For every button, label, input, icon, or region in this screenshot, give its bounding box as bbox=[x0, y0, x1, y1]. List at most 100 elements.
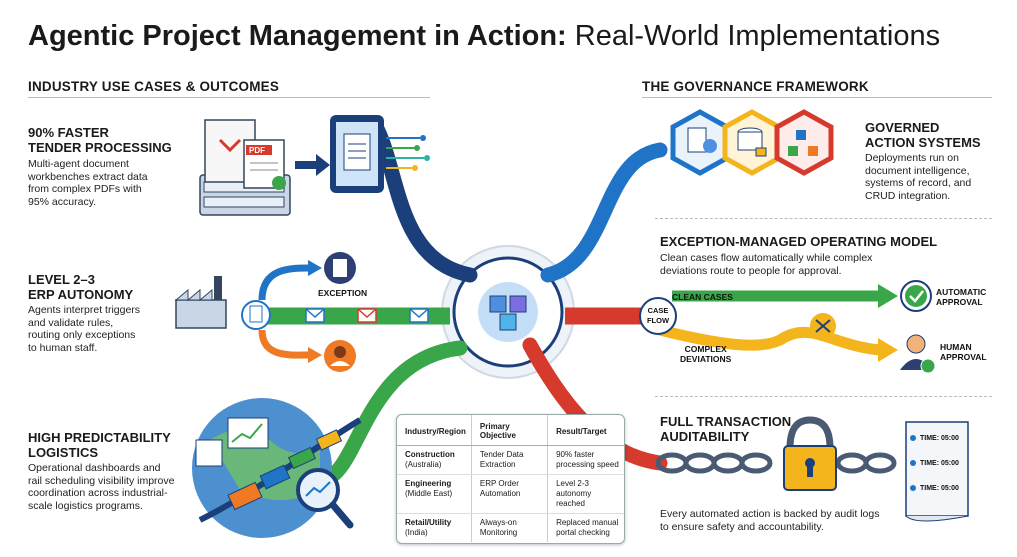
objective-line: Tender Data bbox=[479, 450, 524, 459]
auditability-title-line1: FULL TRANSACTION bbox=[660, 414, 792, 429]
audit-log-scroll-icon bbox=[905, 421, 969, 522]
objective-line: Always-on bbox=[479, 518, 517, 527]
complex-line2: DEVIATIONS bbox=[680, 354, 732, 364]
document-badge-icon bbox=[324, 252, 356, 284]
case-flow-line2: FLOW bbox=[646, 316, 670, 325]
result-line: Level 2-3 bbox=[556, 479, 589, 488]
use-case-logistics-title: HIGH PREDICTABILITY LOGISTICS bbox=[28, 430, 171, 460]
body-line: scale logistics programs. bbox=[28, 499, 143, 512]
table-cell: Always-on Monitoring bbox=[470, 513, 548, 542]
right-section-heading: THE GOVERNANCE FRAMEWORK bbox=[642, 79, 869, 94]
table-header: Result/Target bbox=[547, 415, 624, 446]
hub-inner-ring bbox=[452, 256, 564, 368]
pdf-label: PDF bbox=[249, 146, 265, 155]
body-line: systems of record, and bbox=[865, 177, 972, 189]
region-name: (Middle East) bbox=[405, 489, 453, 498]
table-header-row: Industry/Region Primary Objective Result… bbox=[397, 415, 624, 446]
use-case-erp-title: LEVEL 2–3 ERP AUTONOMY bbox=[28, 272, 133, 302]
train-icon bbox=[227, 429, 343, 511]
title-bold: Agentic Project Management in Action: bbox=[28, 20, 567, 52]
document-intelligence-hex-icon bbox=[670, 109, 730, 176]
complex-line1: COMPLEX bbox=[684, 344, 727, 354]
complex-deviations-label: COMPLEX DEVIATIONS bbox=[680, 344, 731, 364]
tender-arrowhead bbox=[316, 154, 330, 176]
exception-model-body: Clean cases flow automatically while com… bbox=[660, 252, 872, 277]
exception-label: EXCEPTION bbox=[318, 288, 368, 298]
governed-actions-title-line2: ACTION SYSTEMS bbox=[865, 135, 981, 150]
automatic-line1: AUTOMATIC bbox=[936, 287, 987, 297]
table-cell: Construction (Australia) bbox=[397, 445, 472, 475]
table-cell: Replaced manual portal checking bbox=[547, 513, 624, 542]
clean-cases-label: CLEAN CASES bbox=[672, 292, 733, 302]
body-line: from complex PDFs with bbox=[28, 183, 142, 195]
log-time-2: TIME: 05:00 bbox=[920, 460, 959, 467]
body-line: Clean cases flow automatically while com… bbox=[660, 252, 873, 264]
use-case-logistics-body: Operational dashboards and rail scheduli… bbox=[28, 462, 174, 512]
industry-name: Construction bbox=[405, 450, 455, 459]
body-line: Every automated action is backed by audi… bbox=[660, 508, 880, 520]
check-circle-icon bbox=[900, 280, 932, 312]
body-line: to ensure safety and accountability. bbox=[660, 520, 824, 533]
data-lines-icon bbox=[386, 135, 430, 171]
industry-name: Retail/Utility bbox=[405, 518, 452, 527]
table-header: Primary Objective bbox=[470, 415, 548, 446]
person-badge-icon bbox=[324, 340, 356, 372]
envelope-icon bbox=[409, 308, 429, 323]
body-line: Deployments run on bbox=[865, 152, 959, 164]
pdf-document-icon: PDF bbox=[243, 139, 286, 190]
use-case-erp-body: Agents interpret triggers and validate r… bbox=[28, 304, 140, 354]
body-line: coordination across industrial- bbox=[28, 487, 168, 499]
region-name: (Australia) bbox=[405, 460, 442, 469]
human-line1: HUMAN bbox=[940, 342, 972, 352]
human-approval-label: HUMAN APPROVAL bbox=[940, 342, 987, 362]
use-case-erp-title-line2: ERP AUTONOMY bbox=[28, 287, 134, 302]
result-line: processing speed bbox=[556, 460, 619, 469]
body-line: document intelligence, bbox=[865, 164, 970, 177]
exception-arrow-orange bbox=[258, 329, 311, 359]
auditability-title-line2: AUDITABILITY bbox=[660, 429, 750, 444]
shuffle-icon bbox=[810, 313, 836, 339]
governed-actions-body: Deployments run on document intelligence… bbox=[865, 152, 971, 202]
human-line2: APPROVAL bbox=[940, 352, 987, 362]
auditability-body: Every automated action is backed by audi… bbox=[660, 508, 879, 533]
body-line: 95% accuracy. bbox=[28, 195, 97, 208]
log-time-1: TIME: 05:00 bbox=[920, 435, 959, 442]
chain-icon bbox=[655, 452, 897, 474]
complex-stream bbox=[658, 324, 881, 356]
body-line: Multi-agent document bbox=[28, 158, 129, 170]
table-cell: Retail/Utility (India) bbox=[397, 514, 471, 543]
table-row: Engineering (Middle East) ERP Order Auto… bbox=[397, 474, 624, 514]
body-line: routing only exceptions bbox=[28, 329, 136, 341]
governed-actions-title: GOVERNED ACTION SYSTEMS bbox=[865, 120, 981, 150]
use-case-tender-title: 90% FASTER TENDER PROCESSING bbox=[28, 125, 172, 155]
database-lock-hex-icon bbox=[722, 109, 782, 176]
exception-arrow-orange-head bbox=[308, 347, 322, 363]
human-approver-icon bbox=[900, 334, 936, 374]
clean-cases-arrowhead bbox=[878, 284, 898, 308]
table-row: Construction (Australia) Tender Data Ext… bbox=[397, 445, 624, 475]
table-cell: 90% faster processing speed bbox=[547, 445, 624, 475]
result-line: Replaced manual bbox=[556, 518, 619, 527]
region-name: (India) bbox=[405, 528, 428, 537]
result-line: portal checking bbox=[556, 528, 610, 537]
padlock-icon bbox=[783, 416, 837, 491]
body-line: workbenches extract data bbox=[28, 170, 148, 183]
use-case-erp-title-line1: LEVEL 2–3 bbox=[28, 272, 95, 287]
exception-model-title: EXCEPTION-MANAGED OPERATING MODEL bbox=[660, 234, 938, 249]
body-line: Agents interpret triggers bbox=[28, 304, 141, 316]
objective-line: Automation bbox=[479, 489, 521, 498]
body-line: and validate rules, bbox=[28, 316, 114, 329]
tablet-icon bbox=[330, 115, 384, 193]
network-cubes-hex-icon bbox=[774, 109, 834, 176]
divider bbox=[655, 396, 992, 397]
divider bbox=[655, 218, 992, 219]
page-title: Agentic Project Management in Action: Re… bbox=[28, 20, 940, 53]
title-light: Real-World Implementations bbox=[574, 20, 941, 52]
table-cell: Level 2-3 autonomy reached bbox=[547, 474, 624, 514]
case-flow-label: CASE FLOW bbox=[646, 306, 670, 326]
table-header: Industry/Region bbox=[397, 415, 472, 446]
hub-cubes-icon bbox=[478, 282, 538, 342]
objective-line: Monitoring bbox=[479, 528, 518, 537]
exception-arrow-blue bbox=[258, 264, 311, 301]
